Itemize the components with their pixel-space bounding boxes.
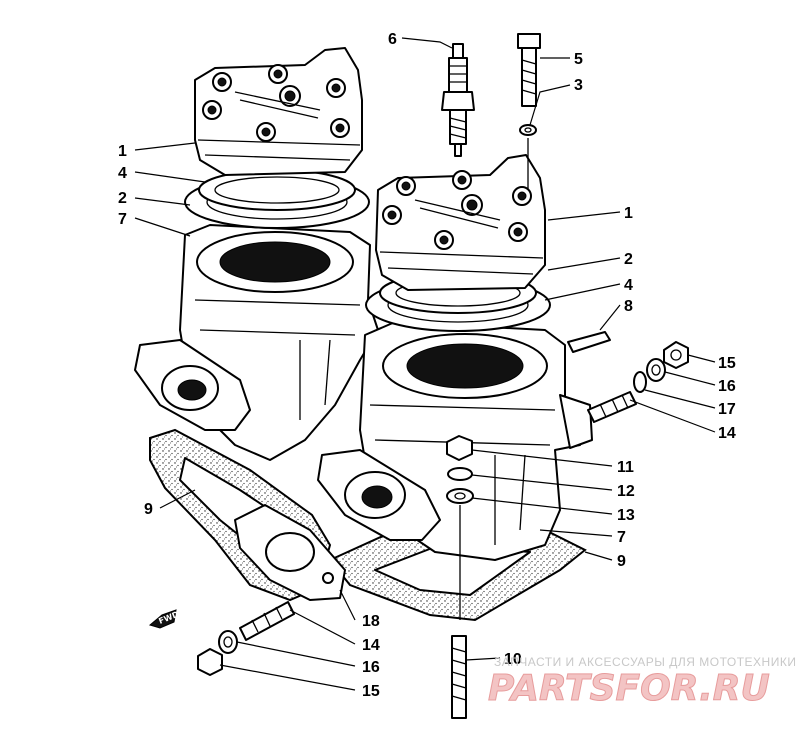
- callout-6: 6: [388, 31, 397, 48]
- callout-labels: 1 4 2 7 6 5 3 1 2 4 8 15 16 17 14 11 12 …: [118, 31, 736, 700]
- stud-right: [587, 391, 637, 423]
- cylinder-head-left: [194, 47, 363, 176]
- forward-direction-marker: FWD: [148, 609, 180, 629]
- leader-lines: [134, 37, 716, 691]
- watermark-logo: PARTSFOR.RU: [488, 668, 770, 709]
- callout-3: 3: [574, 77, 583, 94]
- callout-15-right: 15: [718, 355, 736, 372]
- nut-right-15: [663, 341, 689, 369]
- callout-1-left: 1: [118, 143, 127, 160]
- callout-1-right: 1: [624, 205, 633, 222]
- dowel-pin: [567, 331, 611, 353]
- callout-4-right: 4: [624, 277, 633, 294]
- callout-4-left: 4: [118, 165, 127, 182]
- flat-washer-center-13: [446, 488, 474, 504]
- head-gaskets-left: [184, 169, 370, 229]
- cylinder-head-right: [375, 154, 546, 291]
- callout-15-lower: 15: [362, 683, 380, 700]
- callout-18: 18: [362, 613, 380, 630]
- lock-washer-center-12: [447, 467, 473, 481]
- callout-14-right: 14: [718, 425, 736, 442]
- nut-center-11: [446, 435, 473, 461]
- nut-lower-left-15: [197, 648, 223, 676]
- cylinder-left: [134, 224, 379, 461]
- cylinder-right: [317, 321, 593, 561]
- flat-washer-right-16: [646, 358, 666, 382]
- callout-14-lower: 14: [362, 637, 380, 654]
- head-bolt: [517, 33, 541, 107]
- watermark: ЗАПЧАСТИ И АКСЕССУАРЫ ДЛЯ МОТОТЕХНИКИ PA…: [488, 655, 796, 710]
- callout-9-left: 9: [144, 501, 153, 518]
- callout-12: 12: [617, 483, 635, 500]
- callout-8: 8: [624, 298, 633, 315]
- stud-lower-left: [239, 601, 295, 641]
- callout-16-right: 16: [718, 378, 736, 395]
- lock-washer-right-17: [633, 371, 647, 393]
- long-stud: [451, 635, 467, 719]
- callout-11: 11: [617, 459, 634, 476]
- head-washer: [519, 124, 537, 190]
- callout-7-left: 7: [118, 211, 127, 228]
- washer-lower-left-16: [218, 630, 238, 654]
- callout-7-right: 7: [617, 529, 626, 546]
- callout-10: 10: [504, 651, 522, 668]
- callout-16-lower: 16: [362, 659, 380, 676]
- callout-2-right: 2: [624, 251, 633, 268]
- callout-9-right: 9: [617, 553, 626, 570]
- callout-13: 13: [617, 507, 635, 524]
- callout-17: 17: [718, 401, 736, 418]
- watermark-tagline: ЗАПЧАСТИ И АКСЕССУАРЫ ДЛЯ МОТОТЕХНИКИ: [494, 655, 796, 669]
- callout-5: 5: [574, 51, 583, 68]
- callout-2-left: 2: [118, 190, 127, 207]
- exhaust-flange-18: [234, 504, 346, 601]
- spark-plug: [441, 43, 475, 157]
